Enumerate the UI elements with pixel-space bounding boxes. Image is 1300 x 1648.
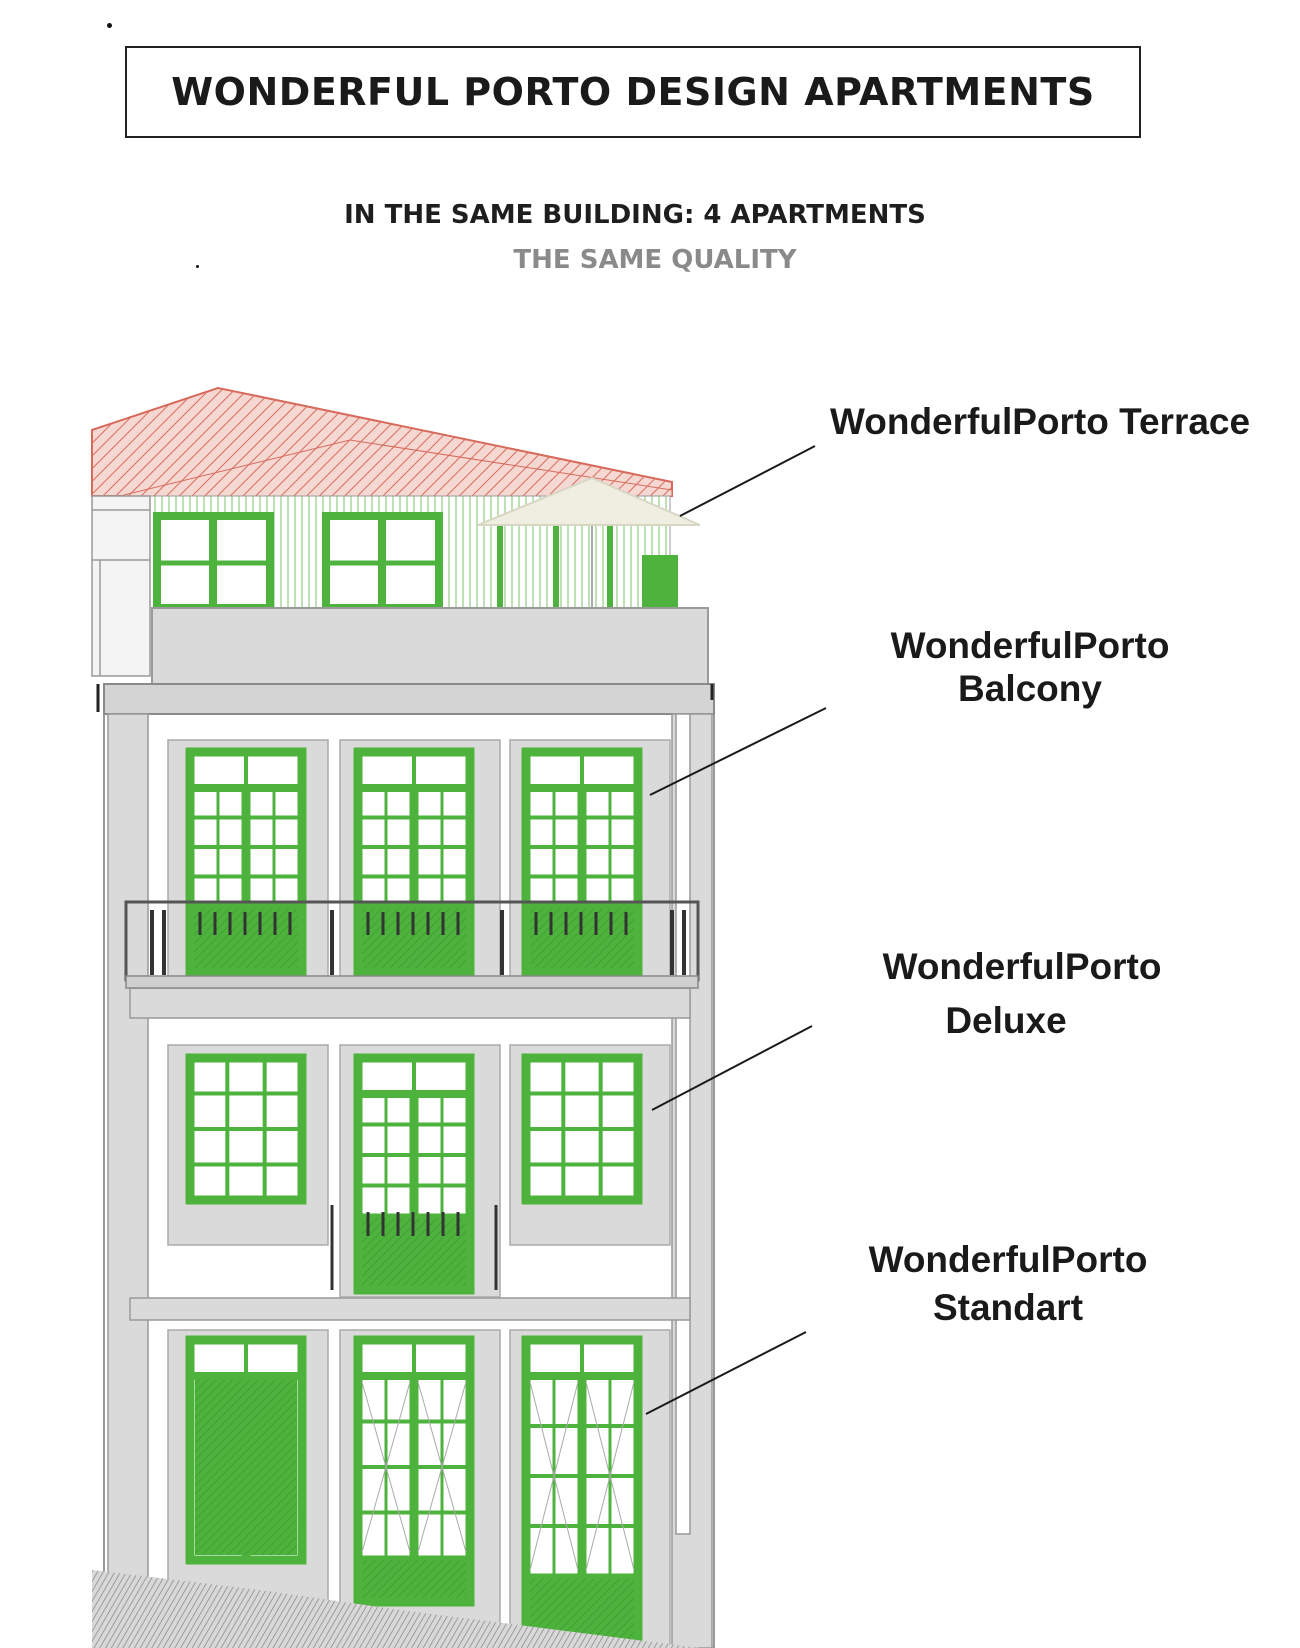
label-standart-line1: WonderfulPorto	[868, 1239, 1148, 1280]
label-balcony: WonderfulPorto Balcony	[880, 624, 1180, 710]
page-title: WONDERFUL PORTO DESIGN APARTMENTS	[171, 70, 1095, 114]
parapet	[151, 607, 709, 685]
label-balcony-line2: Balcony	[958, 668, 1102, 709]
tagline: THE SAME QUALITY	[513, 245, 797, 275]
label-deluxe-line2: Deluxe	[945, 1000, 1067, 1041]
label-deluxe: WonderfulPorto Deluxe	[872, 940, 1172, 1048]
door-balusters	[534, 912, 628, 935]
label-standart: WonderfulPorto Standart	[858, 1236, 1158, 1332]
penthouse-window	[153, 512, 274, 612]
street	[92, 1570, 700, 1648]
label-terrace-text: WonderfulPorto Terrace	[830, 401, 1251, 442]
deluxe-window	[185, 1053, 307, 1205]
label-deluxe-line1: WonderfulPorto	[882, 946, 1162, 987]
penthouse-window	[322, 512, 443, 612]
umbrella	[477, 476, 701, 526]
balcony-doors	[185, 747, 643, 977]
label-terrace: WonderfulPorto Terrace	[830, 400, 1250, 443]
ground-door-solid	[185, 1335, 307, 1565]
cornice	[103, 683, 715, 715]
ground-door-glazed	[521, 1335, 643, 1647]
balcony-slab	[125, 975, 699, 989]
railing-balusters	[150, 910, 686, 975]
pilaster-left	[107, 713, 149, 1648]
left-annex	[91, 495, 151, 677]
title-box: WONDERFUL PORTO DESIGN APARTMENTS	[125, 46, 1141, 138]
stray-dot	[107, 23, 112, 28]
terrace-posts	[497, 525, 613, 608]
balcony-door	[185, 747, 307, 977]
terrace-planter	[642, 555, 678, 608]
floor-band	[129, 1297, 691, 1321]
label-standart-line2: Standart	[932, 1287, 1084, 1328]
juliet-railing	[330, 1205, 498, 1290]
label-balcony-line1: WonderfulPorto	[890, 625, 1170, 666]
subtitle: IN THE SAME BUILDING: 4 APARTMENTS	[344, 200, 926, 230]
balcony-door	[521, 747, 643, 977]
deluxe-window	[521, 1053, 643, 1205]
door-balusters	[366, 912, 460, 935]
balcony-door	[353, 747, 475, 977]
deluxe-windows	[185, 1053, 643, 1295]
door-balusters	[198, 912, 292, 935]
deluxe-door	[353, 1053, 475, 1295]
downpipe	[675, 713, 691, 1535]
floor-band	[129, 987, 691, 1019]
ground-doors	[185, 1335, 643, 1647]
stray-dot	[196, 265, 199, 268]
leader-lines	[645, 445, 827, 1415]
ground-door-glazed	[353, 1335, 475, 1607]
